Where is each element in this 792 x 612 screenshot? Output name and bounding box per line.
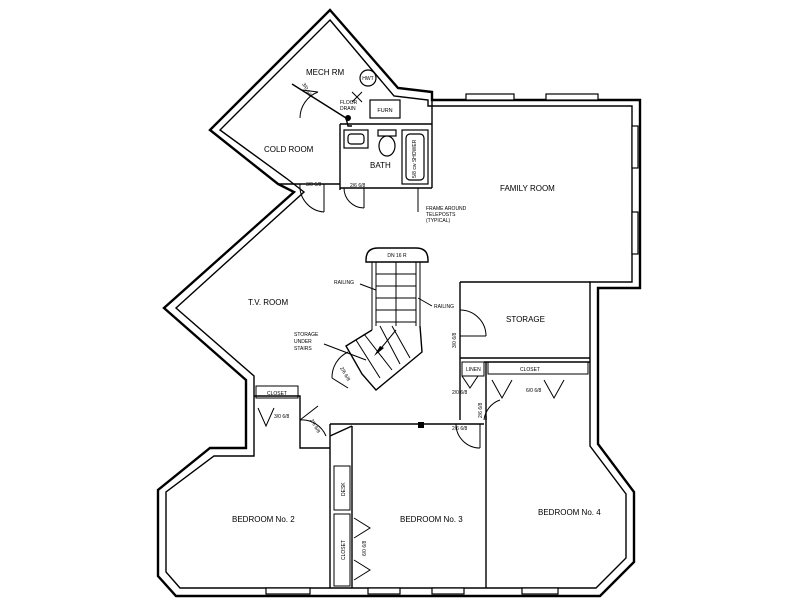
window-bed3-1 bbox=[367, 587, 401, 595]
door-storage-swing bbox=[459, 309, 487, 337]
room-label-family: FAMILY ROOM bbox=[500, 184, 555, 193]
door-closet-b3-label: 6/0 6/8 bbox=[362, 540, 368, 556]
floor-drain-label-1: FLOOR bbox=[340, 100, 358, 106]
window-bed2 bbox=[265, 587, 311, 595]
telepost-icon bbox=[418, 422, 424, 428]
stair-arrow-head-icon bbox=[374, 346, 384, 356]
frame-around-2: TELEPOSTS bbox=[426, 212, 456, 218]
desk-box bbox=[333, 465, 351, 511]
closet-a-label: CLOSET bbox=[520, 367, 540, 373]
desk-label: DESK bbox=[341, 482, 347, 496]
linen-label: LINEN bbox=[466, 367, 481, 373]
door-bed3-swing bbox=[455, 423, 481, 449]
door-stairs-swing bbox=[331, 351, 349, 379]
door-stairs-leaf bbox=[331, 377, 349, 389]
room-label-cold: COLD ROOM bbox=[264, 145, 314, 154]
door-bed2-swing bbox=[299, 419, 327, 437]
stair-top-cap bbox=[365, 247, 429, 263]
railing-note-left: RAILING bbox=[334, 280, 354, 286]
exterior-wall-outer bbox=[156, 8, 642, 598]
wall-bed2-corner bbox=[329, 425, 353, 437]
frame-around-3: (TYPICAL) bbox=[426, 218, 451, 224]
sink-basin-icon bbox=[347, 133, 365, 145]
door-linen-swing-icon bbox=[461, 375, 479, 389]
fixtures: HWT FURN FLOOR DRAIN 5/8 cw SHOWER bbox=[340, 69, 429, 185]
room-label-bedroom3: BEDROOM No. 3 bbox=[400, 515, 463, 524]
toilet-tank-icon bbox=[377, 129, 397, 137]
door-closet-b3-bifold-icon bbox=[353, 517, 371, 581]
hwt-label: HWT bbox=[362, 76, 373, 82]
door-bed3-label: 2/6 6/8 bbox=[452, 426, 468, 432]
floor-drain-icon bbox=[345, 115, 351, 121]
stairs: DN 16 R 2/6 6/8 bbox=[331, 247, 429, 391]
wall-bed2-closet bbox=[254, 395, 301, 412]
window-family-1 bbox=[465, 93, 515, 101]
floor-drain-label-2: DRAIN bbox=[340, 106, 356, 112]
door-hall-a-label: 2/6 6/8 bbox=[478, 402, 484, 418]
room-label-mech: MECH RM bbox=[306, 68, 345, 77]
notes: RAILING RAILING STORAGE UNDER STAIRS FRA… bbox=[294, 188, 467, 361]
storage-under-2: UNDER bbox=[294, 339, 312, 345]
door-bath-label: 2/6 6/8 bbox=[350, 183, 366, 189]
window-family-4 bbox=[631, 211, 639, 255]
window-bed3-2 bbox=[431, 587, 465, 595]
stair-sides bbox=[371, 262, 421, 330]
room-label-bath: BATH bbox=[370, 161, 391, 170]
door-linen-label: 2/0 6/8 bbox=[452, 390, 468, 396]
hwt-tank-icon bbox=[359, 69, 377, 87]
room-label-storage: STORAGE bbox=[506, 315, 545, 324]
door-bed2-leaf bbox=[299, 405, 319, 421]
room-label-bedroom4: BEDROOM No. 4 bbox=[538, 508, 601, 517]
wall-mech-cold bbox=[291, 83, 352, 127]
door-stairs-label: 2/6 6/8 bbox=[338, 366, 351, 382]
frame-around-1: FRAME AROUND bbox=[426, 206, 467, 212]
closet-b3-label: CLOSET bbox=[341, 540, 347, 560]
door-mech-leaf bbox=[301, 89, 319, 93]
stair-railings bbox=[375, 262, 417, 326]
storage-under-leader bbox=[323, 343, 367, 361]
window-family-3 bbox=[631, 125, 639, 169]
room-labels: MECH RM COLD ROOM BATH FAMILY ROOM T.V. … bbox=[232, 68, 601, 524]
doors: 3/0 6/8 3/0 6/8 2/6 6/8 3/0 6/8 2/0 6/8 … bbox=[257, 82, 565, 581]
closet-b2-box bbox=[255, 385, 299, 399]
stair-winder bbox=[345, 325, 423, 391]
furnace-icon bbox=[369, 99, 401, 119]
wall-bed2-right bbox=[299, 412, 330, 449]
closet-a-box bbox=[487, 361, 589, 375]
door-bath-swing bbox=[343, 187, 365, 209]
shower-basin-icon bbox=[405, 133, 425, 181]
railing-note-right: RAILING bbox=[434, 304, 454, 310]
door-bed2-label: 2/6 6/8 bbox=[308, 418, 321, 434]
storage-under-3: STAIRS bbox=[294, 346, 312, 352]
railing-leader-left bbox=[359, 283, 377, 291]
linen-box bbox=[461, 361, 485, 377]
windows bbox=[265, 93, 639, 595]
door-closet-b2-bifold-icon bbox=[257, 407, 275, 428]
door-hall-a-swing bbox=[483, 399, 501, 421]
shower-label: 5/8 cw SHOWER bbox=[412, 139, 418, 178]
room-label-bedroom2: BEDROOM No. 2 bbox=[232, 515, 295, 524]
door-storage-label: 3/0 6/8 bbox=[452, 332, 458, 348]
storage-under-1: STORAGE bbox=[294, 332, 319, 338]
door-closet-a-label: 6/0 6/8 bbox=[526, 388, 542, 394]
door-mech-swing bbox=[299, 91, 319, 119]
door-cold-swing bbox=[299, 183, 325, 213]
closet-b2-label: CLOSET bbox=[267, 391, 287, 397]
closet-b3-box bbox=[333, 513, 351, 587]
window-family-2 bbox=[545, 93, 599, 101]
closets: LINEN CLOSET CLOSET DESK CLOSET bbox=[255, 361, 589, 587]
toilet-bowl-icon bbox=[378, 135, 396, 157]
door-closet-a-bifold-icon bbox=[491, 379, 565, 400]
stair-winder-treads bbox=[355, 325, 411, 379]
stairs-label: DN 16 R bbox=[387, 253, 407, 259]
railing-leader-right bbox=[417, 297, 433, 307]
floor-drain-x-icon bbox=[351, 91, 363, 103]
door-closet-b2-label: 3/0 6/8 bbox=[274, 414, 290, 420]
window-bed4 bbox=[521, 587, 559, 595]
room-label-tv: T.V. ROOM bbox=[248, 298, 288, 307]
door-cold-label: 3/0 6/8 bbox=[306, 182, 322, 188]
furnace-label: FURN bbox=[377, 108, 392, 114]
